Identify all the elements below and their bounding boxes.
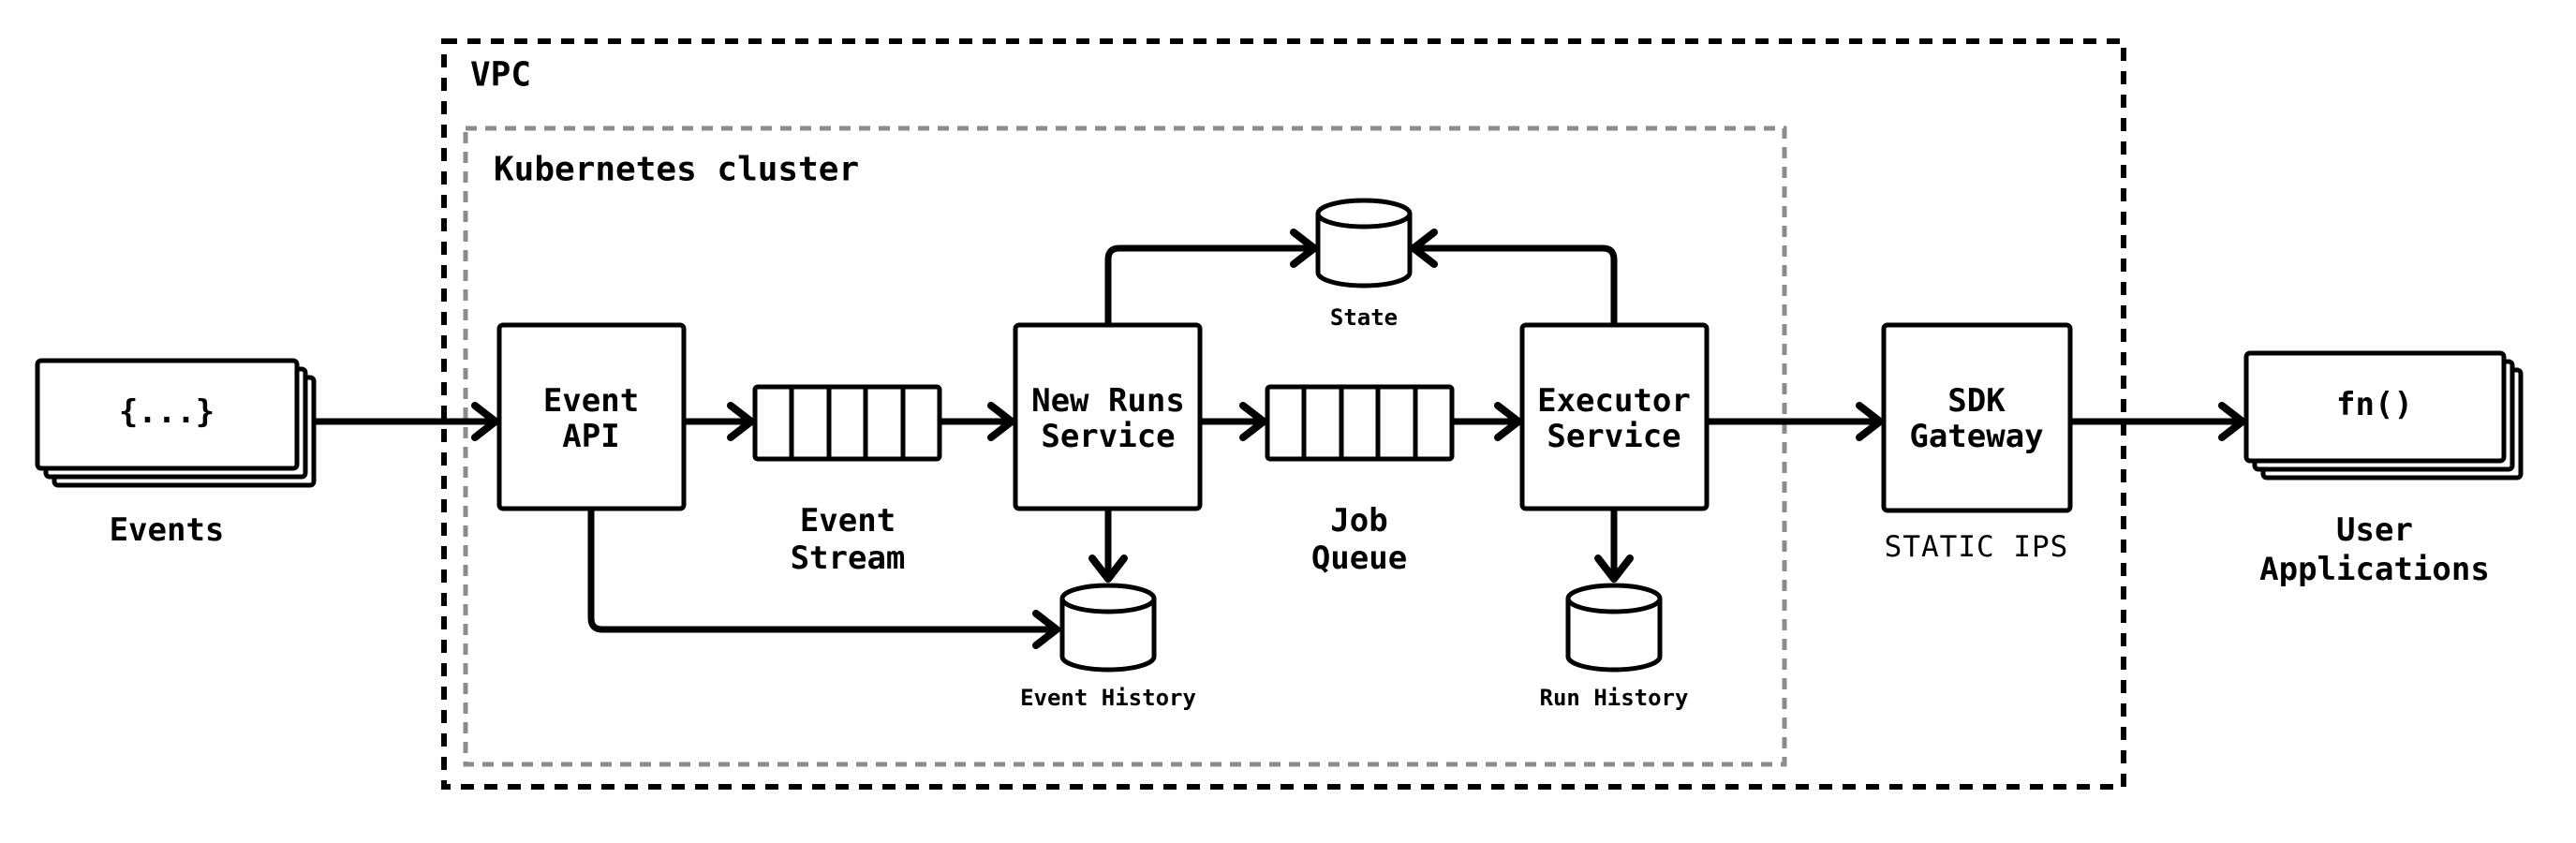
user-apps-caption-line2: Applications [2259, 551, 2490, 588]
job-queue-shape [1265, 384, 1455, 462]
arrow-new-runs-to-job-queue [1196, 402, 1267, 441]
arrow-executor-to-sdk-gateway [1703, 402, 1884, 441]
kubernetes-cluster-boundary [463, 126, 1787, 767]
sdk-gateway-box [1881, 322, 2073, 513]
state-cylinder-body [1315, 214, 1413, 288]
sdk-gateway-label-line2: Gateway [1909, 418, 2043, 455]
run-history-cylinder-body [1565, 599, 1663, 673]
arrow-executor-to-state [1410, 229, 1618, 329]
event-stream-caption-line2: Stream [791, 540, 906, 577]
events-stack-layer-front [35, 358, 300, 471]
events-source-node: {...} Events [35, 358, 317, 549]
event-history-database-node: Event History [1020, 583, 1196, 711]
state-database-node: State [1315, 198, 1413, 331]
arrow-sdk-gateway-to-user-applications [2066, 402, 2246, 441]
event-api-label-line2: API [562, 418, 619, 455]
user-apps-caption-line1: User [2336, 511, 2413, 549]
event-history-cylinder-body [1059, 599, 1157, 673]
job-queue-caption-line1: Job [1330, 502, 1387, 540]
executor-service-node: Executor Service [1519, 322, 1710, 511]
arrow-events-to-event-api [310, 402, 499, 441]
executor-label-line2: Service [1547, 418, 1680, 455]
run-history-database-node: Run History [1540, 583, 1689, 711]
events-json-glyph: {...} [119, 393, 215, 431]
arrow-job-queue-to-executor [1448, 402, 1522, 441]
event-stream-caption-line1: Event [800, 502, 896, 540]
state-caption: State [1330, 304, 1398, 331]
user-apps-stack-layer-front [2243, 350, 2507, 464]
run-history-cylinder-top [1565, 583, 1663, 614]
new-runs-label-line2: Service [1041, 418, 1175, 455]
arrow-executor-to-run-history [1594, 505, 1634, 583]
user-apps-fn-glyph: fn() [2336, 386, 2413, 423]
state-cylinder-top [1315, 198, 1413, 229]
vpc-boundary [441, 38, 2126, 790]
sdk-gateway-node: SDK Gateway STATIC IPS [1881, 322, 2073, 564]
vpc-label: VPC [470, 56, 531, 95]
arrow-event-api-to-event-stream [680, 402, 755, 441]
user-applications-node: fn() User Applications [2243, 350, 2524, 588]
kubernetes-cluster-label: Kubernetes cluster [494, 151, 859, 189]
arrow-event-stream-to-new-runs [936, 402, 1015, 441]
event-history-caption: Event History [1020, 685, 1196, 711]
event-api-box [496, 322, 687, 511]
sdk-gateway-label-line1: SDK [1947, 382, 2006, 420]
event-history-cylinder-top [1059, 583, 1157, 614]
job-queue-caption-line2: Queue [1311, 540, 1407, 577]
executor-service-box [1519, 322, 1710, 511]
executor-label-line1: Executor [1537, 382, 1691, 420]
event-stream-queue-node: Event Stream [752, 384, 942, 577]
new-runs-service-box [1013, 322, 1203, 511]
arrow-event-api-to-event-history [587, 505, 1060, 649]
sdk-gateway-static-ips-caption: STATIC IPS [1885, 530, 2069, 564]
new-runs-service-node: New Runs Service [1013, 322, 1203, 511]
job-queue-node: Job Queue [1265, 384, 1455, 577]
run-history-caption: Run History [1540, 685, 1689, 711]
arrow-new-runs-to-event-history [1088, 505, 1128, 583]
event-stream-queue-shape [752, 384, 942, 462]
new-runs-label-line1: New Runs [1031, 382, 1185, 420]
event-api-label-line1: Event [543, 382, 639, 420]
arrow-new-runs-to-state [1104, 229, 1318, 329]
events-caption: Events [110, 511, 225, 549]
event-api-node: Event API [496, 322, 687, 511]
